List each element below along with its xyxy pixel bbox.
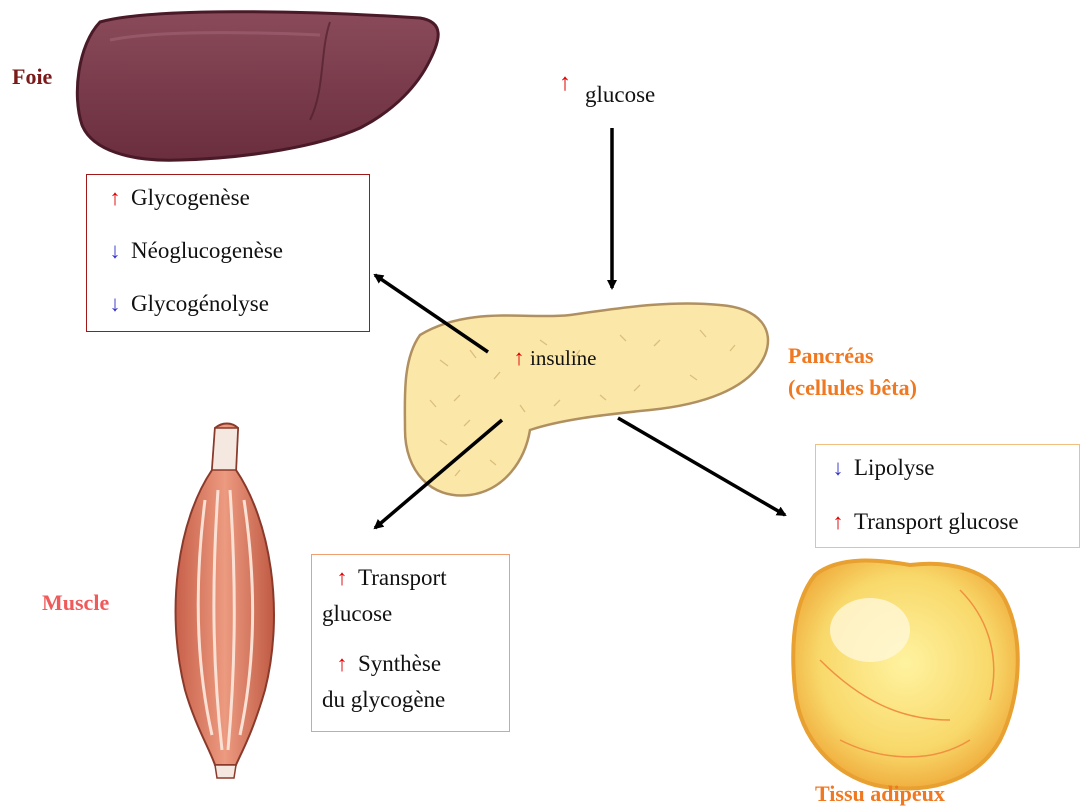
pancreas-label-line2: (cellules bêta)	[788, 372, 917, 404]
down-arrow-icon: ↓	[105, 238, 125, 264]
liver-effect-item-label: Glycogenèse	[131, 185, 250, 210]
adipose-effects-box: ↓Lipolyse ↑Transport glucose	[815, 444, 1080, 548]
down-arrow-icon: ↓	[105, 291, 125, 317]
adipose-effect-item: ↑Transport glucose	[828, 509, 1019, 535]
muscle-effect-line1: Transport	[358, 565, 447, 590]
liver-illustration	[77, 12, 438, 160]
up-arrow-icon: ↑	[828, 509, 848, 535]
muscle-effect-line2: du glycogène	[322, 687, 445, 713]
pancreas-label: Pancréas (cellules bêta)	[788, 340, 917, 404]
glucose-up-arrow-icon: ↑	[555, 70, 575, 97]
muscle-effect-item: ↑Transport	[332, 565, 447, 591]
insulin-text: insuline	[530, 346, 597, 370]
muscle-effect-line1: Synthèse	[358, 651, 441, 676]
liver-effect-item: ↑Glycogenèse	[105, 185, 250, 211]
liver-effect-item: ↓Glycogénolyse	[105, 291, 269, 317]
liver-label: Foie	[12, 64, 52, 90]
muscle-label: Muscle	[42, 590, 109, 616]
down-arrow-icon: ↓	[828, 455, 848, 481]
pancreas-to-adipose-arrow	[618, 418, 785, 515]
liver-effect-item-label: Glycogénolyse	[131, 291, 269, 316]
up-arrow-icon: ↑	[105, 185, 125, 211]
muscle-illustration	[176, 424, 274, 779]
insulin-up-arrow-icon: ↑	[512, 345, 526, 371]
muscle-effect-item: ↑Synthèse	[332, 651, 441, 677]
adipose-effect-item: ↓Lipolyse	[828, 455, 935, 481]
glucose-text: glucose	[585, 82, 655, 107]
insulin-label: ↑ insuline	[512, 345, 597, 371]
adipose-label: Tissu adipeux	[815, 781, 945, 807]
muscle-effect-line2: glucose	[322, 601, 392, 627]
adipose-effect-item-label: Transport glucose	[854, 509, 1019, 534]
adipose-illustration	[793, 561, 1018, 789]
up-arrow-icon: ↑	[332, 565, 352, 591]
liver-effect-item: ↓Néoglucogenèse	[105, 238, 283, 264]
glucose-label: ↑ glucose	[555, 70, 655, 97]
liver-effects-box: ↑Glycogenèse↓Néoglucogenèse↓Glycogénolys…	[86, 174, 370, 332]
liver-effect-item-label: Néoglucogenèse	[131, 238, 283, 263]
pancreas-label-line1: Pancréas	[788, 340, 917, 372]
up-arrow-icon: ↑	[332, 651, 352, 677]
adipose-effect-item-label: Lipolyse	[854, 455, 935, 480]
